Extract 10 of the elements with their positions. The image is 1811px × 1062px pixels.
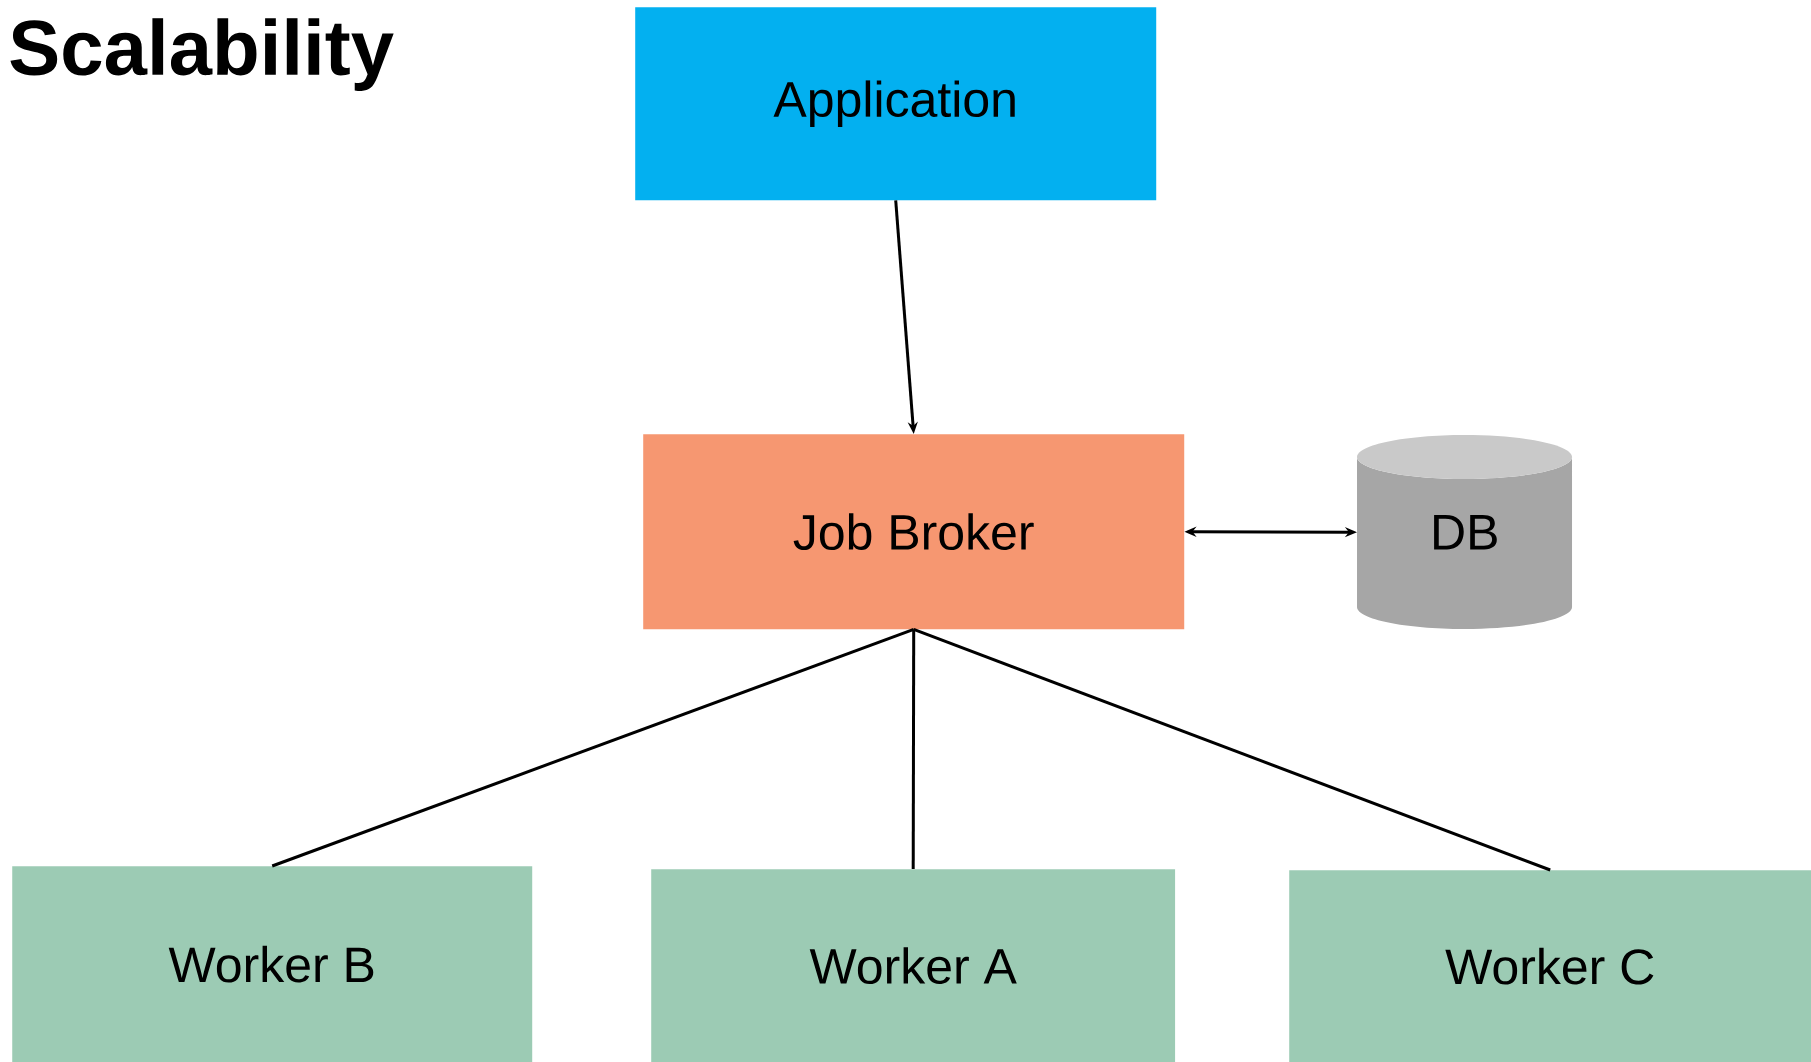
title: Scalability bbox=[10, 18, 394, 91]
connector-line bbox=[913, 628, 1551, 872]
process-box: Worker C bbox=[1289, 870, 1811, 1062]
database-cylinder: DB bbox=[1357, 435, 1573, 629]
connector-line bbox=[271, 628, 915, 868]
process-box: Job Broker bbox=[643, 434, 1185, 630]
process-box: Worker A bbox=[651, 869, 1176, 1062]
process-box: Application bbox=[635, 7, 1157, 201]
connector-line bbox=[911, 629, 916, 869]
process-box: Worker B bbox=[12, 866, 533, 1062]
